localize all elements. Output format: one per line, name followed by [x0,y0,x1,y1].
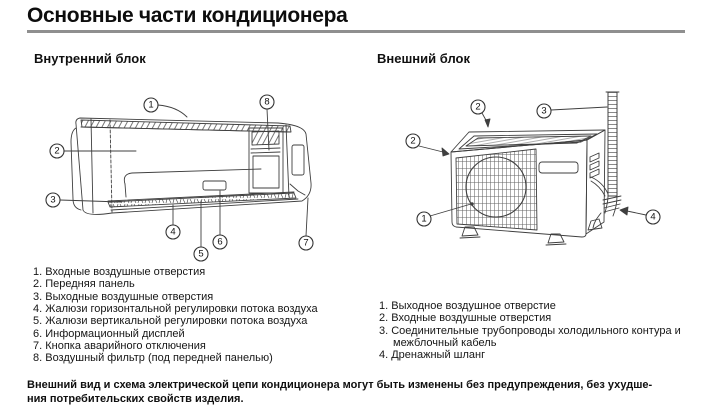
indoor-front-panel-seam [123,168,262,198]
outdoor-fan-outline [465,156,527,218]
outdoor-section-heading: Внешний блок [377,51,470,66]
indoor-callout-2: 2 [49,143,65,159]
title-underline [27,30,685,33]
indoor-filter-assembly [248,127,284,194]
footer-line-1: Внешний вид и схема электрической цепи к… [27,379,653,391]
outdoor-callout-3: 3 [536,103,552,119]
svg-text:2: 2 [54,146,59,157]
svg-text:1: 1 [421,214,426,225]
indoor-part-4: 4. Жалюзи горизонтальной регулировки пот… [33,303,318,316]
indoor-part-7: 7. Кнопка аварийного отключения [33,340,206,353]
outdoor-side-vents [589,152,600,179]
indoor-part-1: 1. Входные воздушные отверстия [33,266,206,278]
outdoor-drain-hose [592,212,602,229]
indoor-parts-list: 1. Входные воздушные отверстия 2. Передн… [33,266,373,365]
indoor-top-inlet-grille [80,119,292,133]
outdoor-callout-2-top: 2 [470,99,486,115]
svg-text:3: 3 [50,195,55,206]
outdoor-callout-1: 1 [416,211,432,227]
outdoor-part-1: 1. Выходное воздушное отверстие [379,300,556,312]
indoor-callout-3: 3 [45,192,61,208]
outdoor-fan-grille [455,148,538,231]
svg-text:4: 4 [650,212,655,223]
svg-text:8: 8 [264,97,269,108]
indoor-callout-4: 4 [165,224,181,240]
outdoor-callout-4: 4 [645,209,661,225]
outdoor-callout-2-left: 2 [405,133,421,149]
indoor-callout-6: 6 [212,234,228,250]
indoor-display-window [202,180,227,191]
indoor-unit-diagram: 1 8 2 3 4 5 6 7 [45,94,314,262]
outdoor-unit-diagram: 2 3 2 1 4 [405,91,661,246]
svg-text:6: 6 [217,237,222,248]
outdoor-part-4: 4. Дренажный шланг [379,349,486,362]
indoor-callout-1: 1 [143,97,159,113]
footer-note: Внешний вид и схема электрической цепи к… [27,378,717,406]
svg-text:4: 4 [170,227,175,238]
indoor-part-5: 5. Жалюзи вертикальной регулировки поток… [33,315,308,328]
svg-text:5: 5 [198,249,203,260]
svg-text:3: 3 [541,106,546,117]
svg-text:7: 7 [303,238,308,249]
outdoor-cabinet [450,129,606,238]
indoor-callout-5: 5 [193,246,209,262]
indoor-outlet-louvers [107,191,299,211]
indoor-part-2: 2. Передняя панель [33,278,135,291]
indoor-cabinet-outline [70,117,312,215]
outdoor-refrigerant-pipe [590,91,622,217]
indoor-part-3: 3. Выходные воздушные отверстия [33,290,214,303]
svg-text:1: 1 [148,100,153,111]
outdoor-nameplate [538,161,579,174]
indoor-leader-lines [59,104,309,248]
page-title: Основные части кондиционера [27,4,348,27]
indoor-callout-7: 7 [298,235,314,251]
indoor-section-heading: Внутренний блок [34,51,146,66]
svg-text:2: 2 [410,136,415,147]
indoor-callout-8: 8 [259,94,275,110]
svg-text:2: 2 [475,102,480,113]
indoor-part-8: 8. Воздушный фильтр (под передней панель… [33,352,273,365]
outdoor-leader-lines [418,106,647,217]
footer-line-2: ния потребительских свойств изделия. [27,393,244,405]
outdoor-part-3: 3. Соединительные трубопроводы холодильн… [379,324,681,350]
outdoor-parts-list: 1. Выходное воздушное отверстие 2. Входн… [379,300,715,362]
indoor-right-cap [285,124,306,198]
outdoor-part-2: 2. Входные воздушные отверстия [379,312,552,325]
indoor-part-6: 6. Информационный дисплей [33,327,185,340]
